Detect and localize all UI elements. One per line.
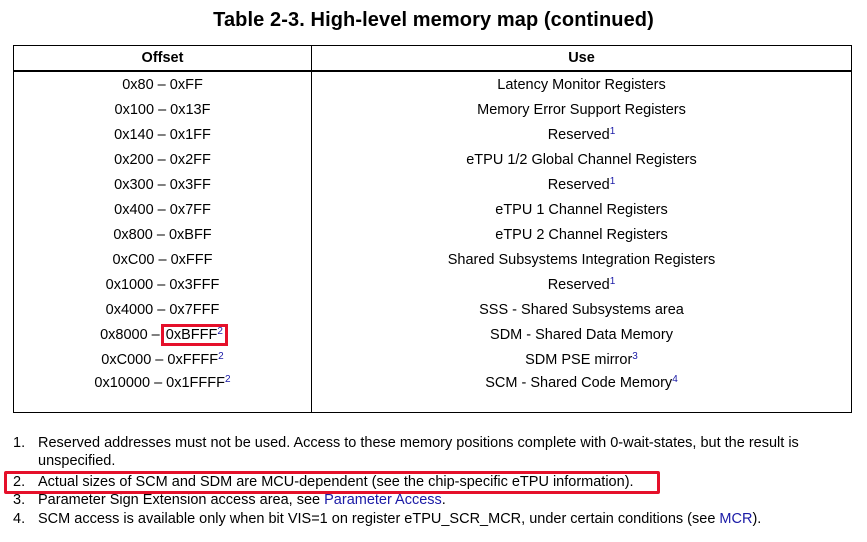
offset-cell: 0x10000 – 0x1FFFF2 [13, 372, 312, 413]
footnotes-list: 1. Reserved addresses must not be used. … [13, 434, 853, 528]
offset-cell: 0xC000 – 0xFFFF2 [13, 347, 312, 372]
footnote-ref-link[interactable]: 2 [217, 325, 223, 337]
footnote-2: 2. Actual sizes of SCM and SDM are MCU-d… [13, 473, 853, 491]
offset-cell: 0x400 – 0x7FF [13, 197, 312, 222]
table-row: 0x4000 – 0x7FFF SSS - Shared Subsystems … [13, 297, 852, 322]
footnote-ref-link[interactable]: 1 [609, 175, 616, 187]
use-cell: SSS - Shared Subsystems area [311, 297, 852, 322]
use-text: SCM - Shared Code Memory [485, 375, 673, 391]
table-row: 0x10000 – 0x1FFFF2 SCM - Shared Code Mem… [13, 372, 852, 413]
footnote-ref-link[interactable]: 1 [609, 125, 616, 137]
offset-cell: 0x4000 – 0x7FFF [13, 297, 312, 322]
use-text: SDM PSE mirror [525, 351, 633, 368]
footnote-ref-link[interactable]: 3 [632, 350, 638, 362]
table-row: 0x400 – 0x7FF eTPU 1 Channel Registers [13, 197, 852, 222]
offset-cell: 0x140 – 0x1FF [13, 122, 312, 147]
table-row: 0x140 – 0x1FF Reserved1 [13, 122, 852, 147]
use-text: Reserved [547, 276, 610, 293]
footnote-ref-link[interactable]: 1 [609, 275, 616, 287]
use-cell: Memory Error Support Registers [311, 97, 852, 122]
footnote-text-end: . [441, 492, 446, 509]
offset-cell: 0x1000 – 0x3FFF [13, 272, 312, 297]
footnote-ref-link[interactable]: 2 [218, 350, 224, 362]
use-text: Shared Subsystems Integration Registers [447, 251, 716, 268]
highlighted-offset-end: 0xBFFF2 [160, 323, 228, 346]
offset-range: 0xC000 – 0xFFFF [101, 351, 219, 368]
offset-cell: 0xC00 – 0xFFF [13, 247, 312, 272]
mcr-link[interactable]: MCR [719, 510, 753, 527]
offset-cell: 0x80 – 0xFF [13, 71, 312, 97]
offset-range: 0x10000 – 0x1FFFF [94, 375, 225, 391]
table-row: 0x100 – 0x13F Memory Error Support Regis… [13, 97, 852, 122]
table-row: 0xC000 – 0xFFFF2 SDM PSE mirror3 [13, 347, 852, 372]
footnote-ref-link[interactable]: 4 [672, 374, 678, 385]
offset-cell: 0x300 – 0x3FF [13, 172, 312, 197]
use-cell: eTPU 2 Channel Registers [311, 222, 852, 247]
offset-end: 0xBFFF [165, 326, 218, 343]
footnote-number: 2. [13, 473, 26, 490]
use-cell: Reserved1 [311, 172, 852, 197]
use-text: Reserved [547, 176, 610, 193]
footnote-3: 3. Parameter Sign Extension access area,… [13, 491, 853, 509]
use-cell: SDM - Shared Data Memory [311, 322, 852, 347]
offset-cell: 0x8000 – 0xBFFF2 [13, 322, 312, 347]
footnote-text: Actual sizes of SCM and SDM are MCU-depe… [38, 473, 634, 490]
footnote-2-highlight-box [4, 471, 660, 494]
use-cell: eTPU 1/2 Global Channel Registers [311, 147, 852, 172]
use-cell: Reserved1 [311, 272, 852, 297]
column-header-use: Use [311, 45, 852, 72]
table-row: 0x80 – 0xFF Latency Monitor Registers [13, 71, 852, 97]
footnote-number: 4. [13, 510, 26, 527]
use-cell: Latency Monitor Registers [311, 71, 852, 97]
table-row: 0x8000 – 0xBFFF2 SDM - Shared Data Memor… [13, 322, 852, 347]
table-header-row: Offset Use [13, 45, 852, 72]
footnote-text: Reserved addresses must not be used. Acc… [38, 435, 799, 470]
table-row: 0xC00 – 0xFFF Shared Subsystems Integrat… [13, 247, 852, 272]
table-row: 0x200 – 0x2FF eTPU 1/2 Global Channel Re… [13, 147, 852, 172]
table-row: 0x300 – 0x3FF Reserved1 [13, 172, 852, 197]
footnote-text-end: ). [752, 510, 762, 527]
offset-cell: 0x100 – 0x13F [13, 97, 312, 122]
use-text: SSS - Shared Subsystems area [479, 301, 684, 318]
use-text: eTPU 1 Channel Registers [495, 201, 668, 218]
offset-cell: 0x800 – 0xBFF [13, 222, 312, 247]
use-cell: eTPU 1 Channel Registers [311, 197, 852, 222]
use-text: Reserved [547, 126, 610, 143]
footnote-ref-link[interactable]: 2 [225, 374, 231, 385]
offset-cell: 0x200 – 0x2FF [13, 147, 312, 172]
footnote-number: 1. [13, 435, 26, 451]
use-cell: SDM PSE mirror3 [311, 347, 852, 372]
use-cell: Shared Subsystems Integration Registers [311, 247, 852, 272]
use-cell: SCM - Shared Code Memory4 [311, 372, 852, 413]
column-header-offset: Offset [13, 45, 312, 72]
offset-start: 0x8000 – [100, 326, 164, 343]
memory-map-table: Offset Use 0x80 – 0xFF Latency Monitor R… [13, 45, 852, 413]
use-text: Memory Error Support Registers [477, 101, 686, 118]
use-text: SDM - Shared Data Memory [490, 326, 673, 343]
footnote-number: 3. [13, 492, 26, 509]
footnote-text: SCM access is available only when bit VI… [38, 510, 720, 527]
use-cell: Reserved1 [311, 122, 852, 147]
table-title: Table 2-3. High-level memory map (contin… [213, 9, 654, 31]
table-row: 0x1000 – 0x3FFF Reserved1 [13, 272, 852, 297]
footnote-text: Parameter Sign Extension access area, se… [38, 492, 325, 509]
parameter-access-link[interactable]: Parameter Access [324, 492, 442, 509]
footnote-1: 1. Reserved addresses must not be used. … [13, 434, 853, 471]
table-row: 0x800 – 0xBFF eTPU 2 Channel Registers [13, 222, 852, 247]
use-text: eTPU 1/2 Global Channel Registers [466, 151, 697, 168]
use-text: Latency Monitor Registers [497, 76, 666, 93]
footnote-4: 4. SCM access is available only when bit… [13, 510, 853, 528]
use-text: eTPU 2 Channel Registers [495, 226, 668, 243]
